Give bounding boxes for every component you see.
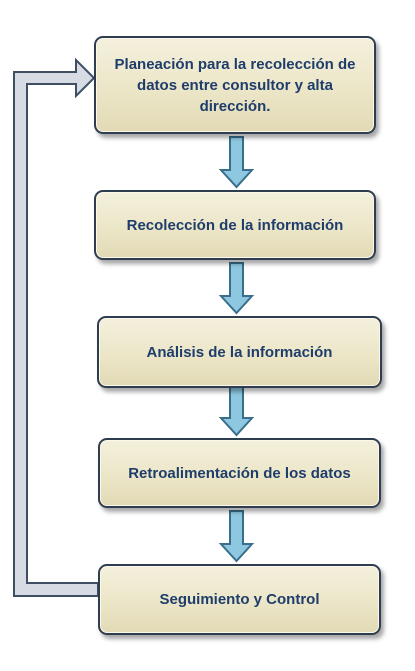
down-arrow-4 [218,510,255,563]
down-arrow-1-shape [218,136,255,189]
down-arrow-2 [218,262,255,315]
step-box-analisis: Análisis de la información [97,316,382,388]
step-label-recoleccion: Recolección de la información [126,216,344,234]
step-label-planeacion: Planeación para la recolección de datos … [114,55,356,115]
feedback-loop-arrow-shape [13,57,99,597]
down-arrow-4-shape [218,510,255,563]
step-label-analisis: Análisis de la información [146,343,333,361]
step-box-planeacion: Planeación para la recolección de datos … [94,36,376,134]
down-arrow-2-shape [218,262,255,315]
feedback-loop-arrow [13,57,99,597]
down-arrow-3-shape [218,385,255,437]
down-arrow-3 [218,385,255,437]
step-box-recoleccion: Recolección de la información [94,190,376,260]
step-box-seguimiento: Seguimiento y Control [98,564,381,635]
step-box-retroalimentacion: Retroalimentación de los datos [98,438,381,508]
step-label-retroalimentacion: Retroalimentación de los datos [128,464,351,482]
down-arrow-1 [218,136,255,189]
step-label-seguimiento: Seguimiento y Control [159,591,320,608]
